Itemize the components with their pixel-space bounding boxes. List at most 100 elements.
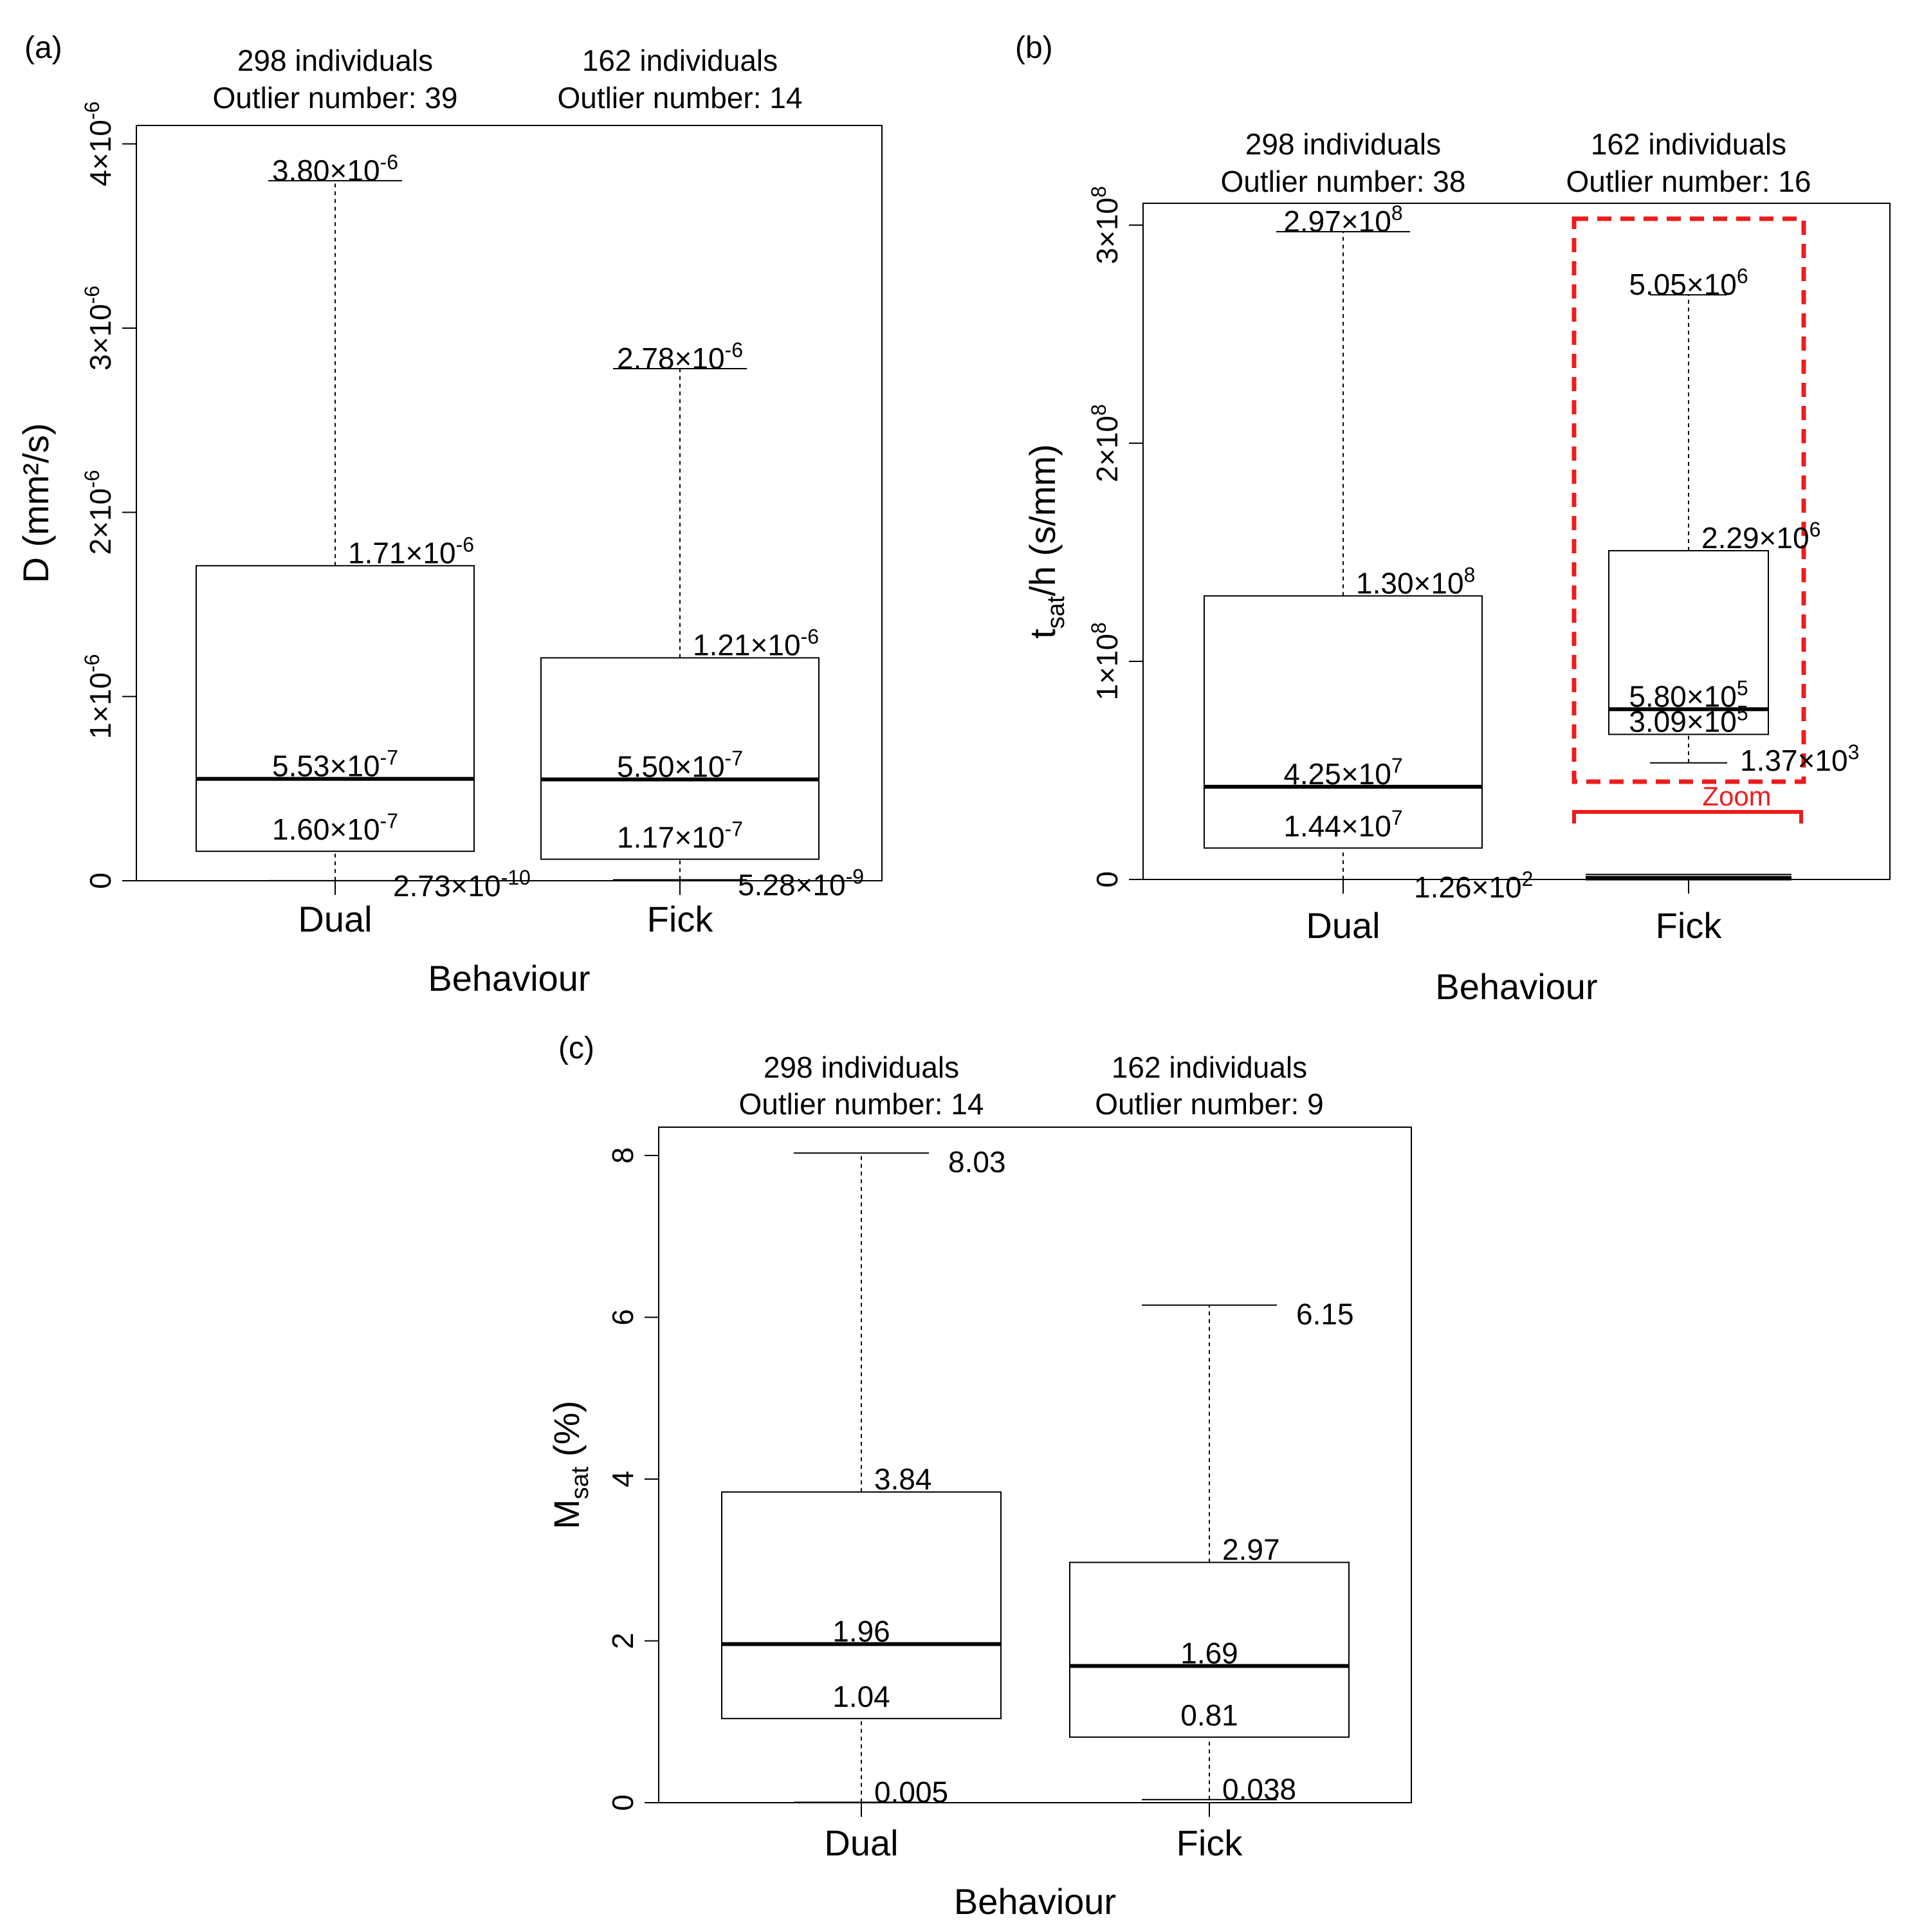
y-tick-exp: -6 (80, 102, 104, 120)
x-tick-label: Dual (824, 1823, 898, 1863)
value-label-median: 4.25×107 (1283, 754, 1402, 791)
y-tick-exp: 8 (1087, 404, 1110, 416)
group-header-outliers: Outlier number: 38 (1221, 165, 1466, 198)
value-label-max: 2.78×10-6 (617, 338, 743, 375)
y-tick-label: 2×10-6 (80, 470, 117, 555)
y-tick-label: 2 (606, 1633, 639, 1650)
value-label-min-base: 0.038 (1222, 1772, 1296, 1806)
y-tick-base: 1×10 (84, 672, 117, 739)
x-axis-title: Behaviour (1435, 966, 1597, 1007)
y-tick-label: 3×10-6 (80, 286, 117, 371)
value-label-q1: 1.44×107 (1283, 806, 1402, 843)
plot-frame (658, 1127, 1412, 1803)
value-label-median-base: 1.96 (832, 1615, 890, 1648)
value-label-max-base: 6.15 (1296, 1298, 1354, 1331)
panel-label: (a) (24, 31, 62, 65)
y-tick-exp: -6 (80, 286, 104, 304)
value-label-q1-base: 1.44×10 (1283, 809, 1391, 843)
value-label-min-base: 1.26×10 (1414, 870, 1522, 904)
y-tick-group: 0 (84, 872, 117, 889)
value-label-min: 2.73×10-10 (393, 866, 531, 903)
y-tick-label: 8 (606, 1147, 639, 1164)
y-tick-group: 3×10-6 (80, 286, 117, 371)
y-axis-title-main: D (mm²/s) (15, 423, 56, 584)
y-tick-group: 6 (606, 1309, 639, 1326)
y-tick-base: 4 (606, 1471, 639, 1487)
y-tick-base: 0 (606, 1794, 639, 1811)
y-tick-label: 6 (606, 1309, 639, 1326)
zoom-frame (1571, 216, 1806, 784)
value-label-median-exp: -7 (380, 746, 398, 769)
x-tick-label: Fick (1656, 905, 1723, 946)
group-header-count: 298 individuals (1245, 127, 1441, 161)
value-label-q3: 1.71×10-6 (348, 533, 474, 569)
y-tick-label: 4×10-6 (80, 102, 117, 187)
panel-label: (b) (1015, 31, 1053, 65)
value-label-median-base: 1.69 (1180, 1636, 1238, 1670)
value-label-max: 2.97×108 (1283, 201, 1402, 238)
value-label-median-exp: 5 (1737, 676, 1748, 699)
group-header-outliers: Outlier number: 14 (558, 81, 803, 115)
y-axis-title-main: t (1022, 629, 1063, 639)
value-label-max-base: 2.78×10 (617, 342, 725, 375)
value-label-median-base: 5.53×10 (272, 750, 380, 783)
group-header-outliers: Outlier number: 16 (1566, 165, 1811, 198)
value-label-q1-exp: 5 (1737, 701, 1748, 724)
y-tick-group: 0 (1090, 871, 1124, 888)
y-tick-exp: 8 (1087, 622, 1110, 634)
value-label-q3-base: 2.97 (1222, 1533, 1280, 1567)
value-label-min: 0.038 (1222, 1772, 1296, 1806)
value-label-median-base: 4.25×10 (1283, 757, 1391, 791)
value-label-median-exp: -7 (725, 747, 743, 770)
y-tick-group: 1×108 (1087, 622, 1124, 700)
value-label-max-base: 8.03 (948, 1145, 1006, 1179)
group-header-outliers: Outlier number: 9 (1095, 1087, 1323, 1121)
y-tick-group: 8 (606, 1147, 639, 1164)
x-axis-title: Behaviour (954, 1881, 1116, 1922)
y-axis-title-rest: /h (s/mm) (1022, 444, 1063, 596)
y-tick-label: 0 (1090, 871, 1124, 888)
group-header-outliers: Outlier number: 39 (213, 81, 458, 115)
y-tick-base: 4×10 (84, 120, 117, 187)
zoom-label: Zoom (1702, 781, 1771, 811)
value-label-max-exp: 6 (1737, 264, 1748, 288)
group-header-count: 298 individuals (764, 1051, 959, 1084)
y-tick-group: 1×10-6 (80, 654, 117, 739)
value-label-max-exp: -6 (725, 338, 743, 362)
value-label-q1: 1.17×10-7 (617, 817, 743, 854)
iqr-box (540, 657, 820, 860)
value-label-min: 0.005 (874, 1775, 948, 1808)
value-label-q3-exp: 6 (1810, 518, 1821, 541)
value-label-max: 6.15 (1296, 1298, 1354, 1331)
group-header-outliers: Outlier number: 14 (739, 1087, 984, 1121)
y-tick-base: 3×10 (1090, 198, 1124, 264)
value-label-q3: 1.30×108 (1356, 563, 1475, 600)
iqr-box (1069, 1561, 1350, 1738)
value-label-min-base: 0.005 (874, 1775, 948, 1808)
value-label-min-exp: 2 (1522, 867, 1534, 890)
x-tick-label: Dual (298, 899, 372, 939)
value-label-median-base: 5.80×10 (1629, 679, 1737, 713)
y-axis-title-main: M (546, 1499, 587, 1529)
iqr-box (1204, 595, 1483, 849)
value-label-q1-exp: 7 (1391, 806, 1403, 829)
y-axis-title-sub: sat (1043, 596, 1070, 629)
value-label-q1-base: 3.09×10 (1629, 704, 1737, 738)
x-axis-title: Behaviour (428, 958, 590, 998)
value-label-q3-base: 1.71×10 (348, 536, 456, 569)
value-label-q1-base: 1.60×10 (272, 813, 380, 846)
y-tick-group: 2×108 (1087, 404, 1124, 482)
value-label-q3-exp: -6 (801, 625, 819, 649)
y-axis-title: D (mm²/s) (15, 423, 56, 584)
value-label-median: 5.53×10-7 (272, 746, 398, 783)
y-tick-label: 0 (84, 872, 117, 889)
x-tick-label: Fick (1177, 1823, 1243, 1863)
value-label-min-base: 1.37×10 (1740, 744, 1848, 777)
y-tick-base: 0 (1090, 871, 1124, 888)
plot-frame (136, 125, 883, 881)
y-tick-exp: -6 (80, 654, 104, 672)
y-tick-label: 2×108 (1087, 404, 1124, 482)
value-label-median-exp: 7 (1391, 754, 1403, 777)
value-label-q3: 2.29×106 (1701, 518, 1820, 555)
value-label-q1: 1.60×10-7 (272, 809, 398, 846)
